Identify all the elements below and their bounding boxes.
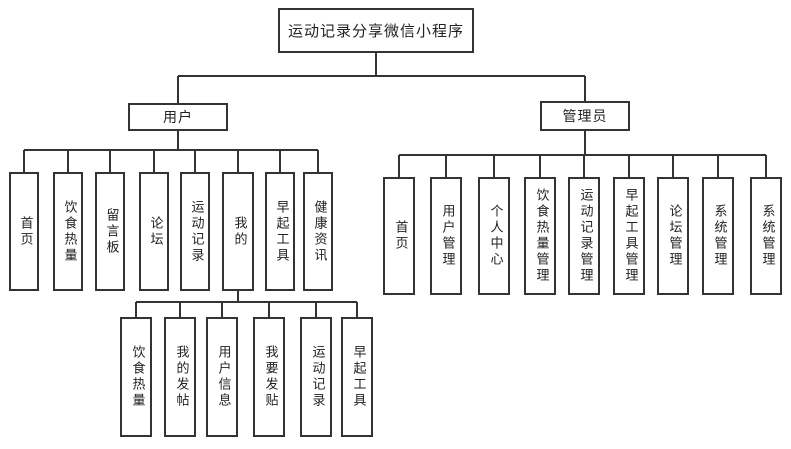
admin-child-node: 系统管理	[750, 177, 782, 295]
user-child-label: 健康资讯	[311, 199, 327, 264]
root-node: 运动记录分享微信小程序	[278, 8, 474, 53]
admin-child-label: 饮食热量管理	[533, 188, 549, 284]
user-child-node: 论坛	[139, 172, 169, 291]
admin-child-label: 系统管理	[711, 204, 727, 268]
admin-child-node: 用户管理	[430, 177, 462, 295]
mine-child-label: 运动记录	[309, 345, 325, 409]
mine-child-node: 早起工具	[341, 317, 373, 437]
user-child-node: 我的	[222, 172, 254, 291]
admin-child-label: 个人中心	[487, 204, 503, 268]
user-child-label: 留言板	[103, 207, 119, 256]
mine-child-label: 饮食热量	[129, 345, 145, 409]
admin-child-node: 首页	[383, 177, 415, 295]
mine-child-label: 我要发贴	[262, 345, 278, 409]
admin-child-label: 运动记录管理	[577, 188, 593, 284]
user-node: 用户	[128, 103, 228, 131]
mine-child-node: 用户信息	[206, 317, 238, 437]
mine-child-node: 我的发帖	[164, 317, 196, 437]
user-child-label: 论坛	[147, 215, 163, 248]
admin-child-node: 个人中心	[478, 177, 510, 295]
admin-child-label: 用户管理	[439, 204, 455, 268]
admin-child-node: 论坛管理	[657, 177, 689, 295]
user-child-label: 我的	[231, 215, 247, 248]
user-child-node: 饮食热量	[53, 172, 83, 291]
user-child-label: 饮食热量	[61, 199, 77, 264]
mine-child-node: 运动记录	[300, 317, 332, 437]
root-label: 运动记录分享微信小程序	[287, 22, 464, 40]
admin-child-label: 早起工具管理	[622, 188, 638, 284]
mine-child-label: 用户信息	[215, 345, 231, 409]
admin-child-label: 论坛管理	[666, 204, 682, 268]
user-child-node: 留言板	[95, 172, 125, 291]
admin-child-label: 首页	[392, 220, 408, 252]
admin-child-node: 运动记录管理	[568, 177, 600, 295]
mine-child-node: 饮食热量	[120, 317, 152, 437]
admin-child-node: 早起工具管理	[613, 177, 645, 295]
user-child-node: 健康资讯	[303, 172, 333, 291]
user-child-node: 早起工具	[265, 172, 295, 291]
admin-label: 管理员	[562, 109, 608, 125]
mine-child-label: 早起工具	[350, 345, 366, 409]
mine-child-label: 我的发帖	[173, 345, 189, 409]
user-child-label: 早起工具	[273, 199, 289, 264]
user-label: 用户	[163, 110, 193, 126]
mine-child-node: 我要发贴	[253, 317, 285, 437]
admin-child-label: 系统管理	[759, 204, 775, 268]
admin-node: 管理员	[540, 101, 630, 131]
admin-child-node: 饮食热量管理	[524, 177, 556, 295]
user-child-node: 首页	[9, 172, 39, 291]
user-child-label: 运动记录	[188, 199, 204, 264]
admin-child-node: 系统管理	[702, 177, 734, 295]
user-child-label: 首页	[17, 215, 33, 248]
user-child-node: 运动记录	[180, 172, 210, 291]
